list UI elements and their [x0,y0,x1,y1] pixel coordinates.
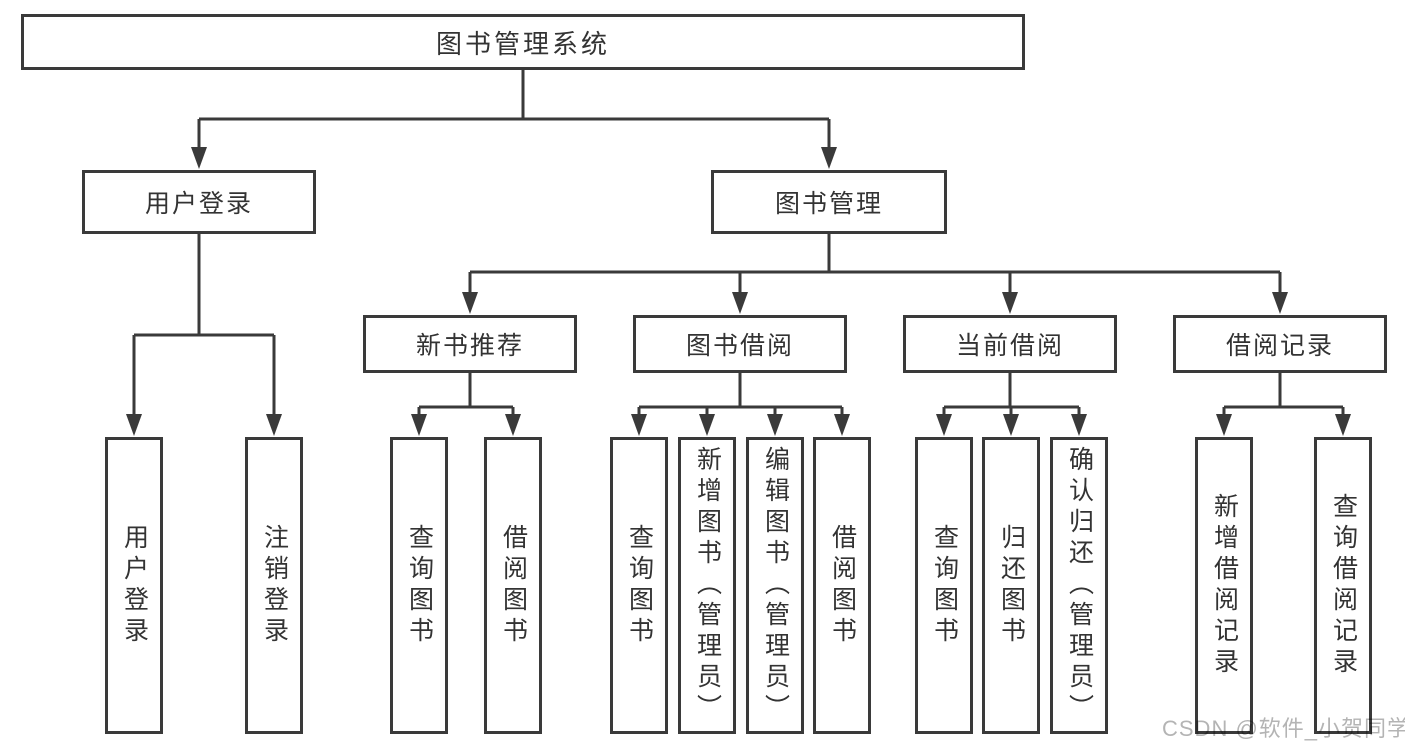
connector-book-management-to-level2 [462,234,1288,314]
connector-new-book-recommend-to-children [411,372,521,436]
node-borrow-records: 借阅记录 [1173,315,1387,373]
leaf-recommend-borrow-book: 借阅图书 [484,437,542,734]
connector-root-to-level1 [191,69,837,169]
node-new-book-recommend: 新书推荐 [363,315,577,373]
leaf-current-return-book: 归还图书 [982,437,1040,734]
connector-user-login-to-children [126,234,282,436]
leaf-logout-login: 注销登录 [245,437,303,734]
node-book-management: 图书管理 [711,170,947,234]
node-current-borrow: 当前借阅 [903,315,1117,373]
connector-borrow-records-to-children [1216,372,1351,436]
csdn-watermark: CSDN @软件_小贺同学 [1162,716,1405,741]
leaf-records-add-record: 新增借阅记录 [1195,437,1253,734]
node-book-borrow: 图书借阅 [633,315,847,373]
leaf-current-confirm-return-admin: 确认归还（管理员） [1050,437,1108,734]
leaf-borrow-add-book-admin: 新增图书（管理员） [678,437,736,734]
connector-book-borrow-to-children [631,372,850,436]
leaf-recommend-query-book: 查询图书 [390,437,448,734]
leaf-user-login: 用户登录 [105,437,163,734]
leaf-current-query-book: 查询图书 [915,437,973,734]
node-library-management-system: 图书管理系统 [21,14,1025,70]
leaf-borrow-borrow-book: 借阅图书 [813,437,871,734]
leaf-records-query-record: 查询借阅记录 [1314,437,1372,734]
leaf-borrow-edit-book-admin: 编辑图书（管理员） [746,437,804,734]
connector-current-borrow-to-children [936,372,1087,436]
leaf-borrow-query-book: 查询图书 [610,437,668,734]
node-user-login: 用户登录 [82,170,316,234]
